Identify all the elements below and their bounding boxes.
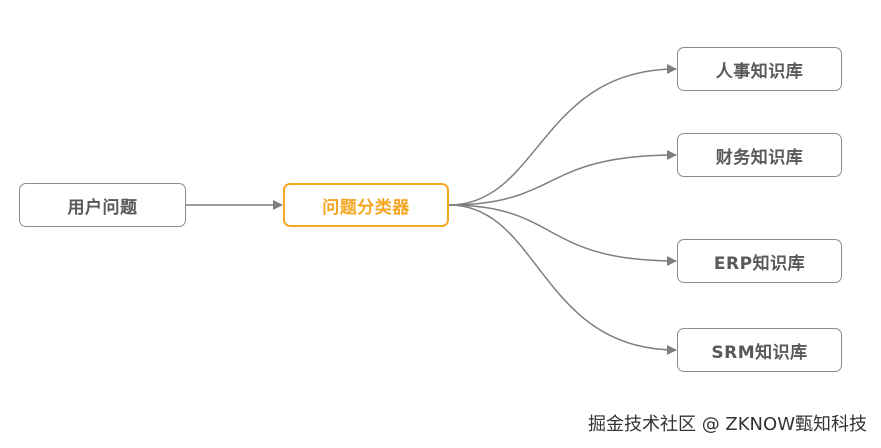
connector-classifier-to-target-finance — [448, 150, 677, 206]
connector-classifier-to-target-erp — [448, 204, 677, 266]
target-node-erp[interactable]: ERP知识库 — [677, 239, 842, 283]
input-node-label: 用户问题 — [67, 197, 138, 218]
target-node-label: ERP知识库 — [713, 253, 806, 274]
connector-classifier-to-target-srm — [448, 204, 677, 355]
target-node-label: 人事知识库 — [715, 61, 804, 82]
connector-classifier-to-target-hr — [448, 64, 677, 206]
classifier-node-label: 问题分类器 — [322, 197, 410, 218]
input-node[interactable]: 用户问题 — [19, 183, 186, 227]
target-node-label: SRM知识库 — [711, 342, 808, 363]
classifier-node[interactable]: 问题分类器 — [283, 183, 449, 227]
target-node-finance[interactable]: 财务知识库 — [677, 133, 842, 177]
watermark-text: 掘金技术社区 @ ZKNOW甄知科技 — [587, 414, 867, 435]
target-node-srm[interactable]: SRM知识库 — [677, 328, 842, 372]
target-node-label: 财务知识库 — [715, 147, 804, 168]
target-node-hr[interactable]: 人事知识库 — [677, 47, 842, 91]
